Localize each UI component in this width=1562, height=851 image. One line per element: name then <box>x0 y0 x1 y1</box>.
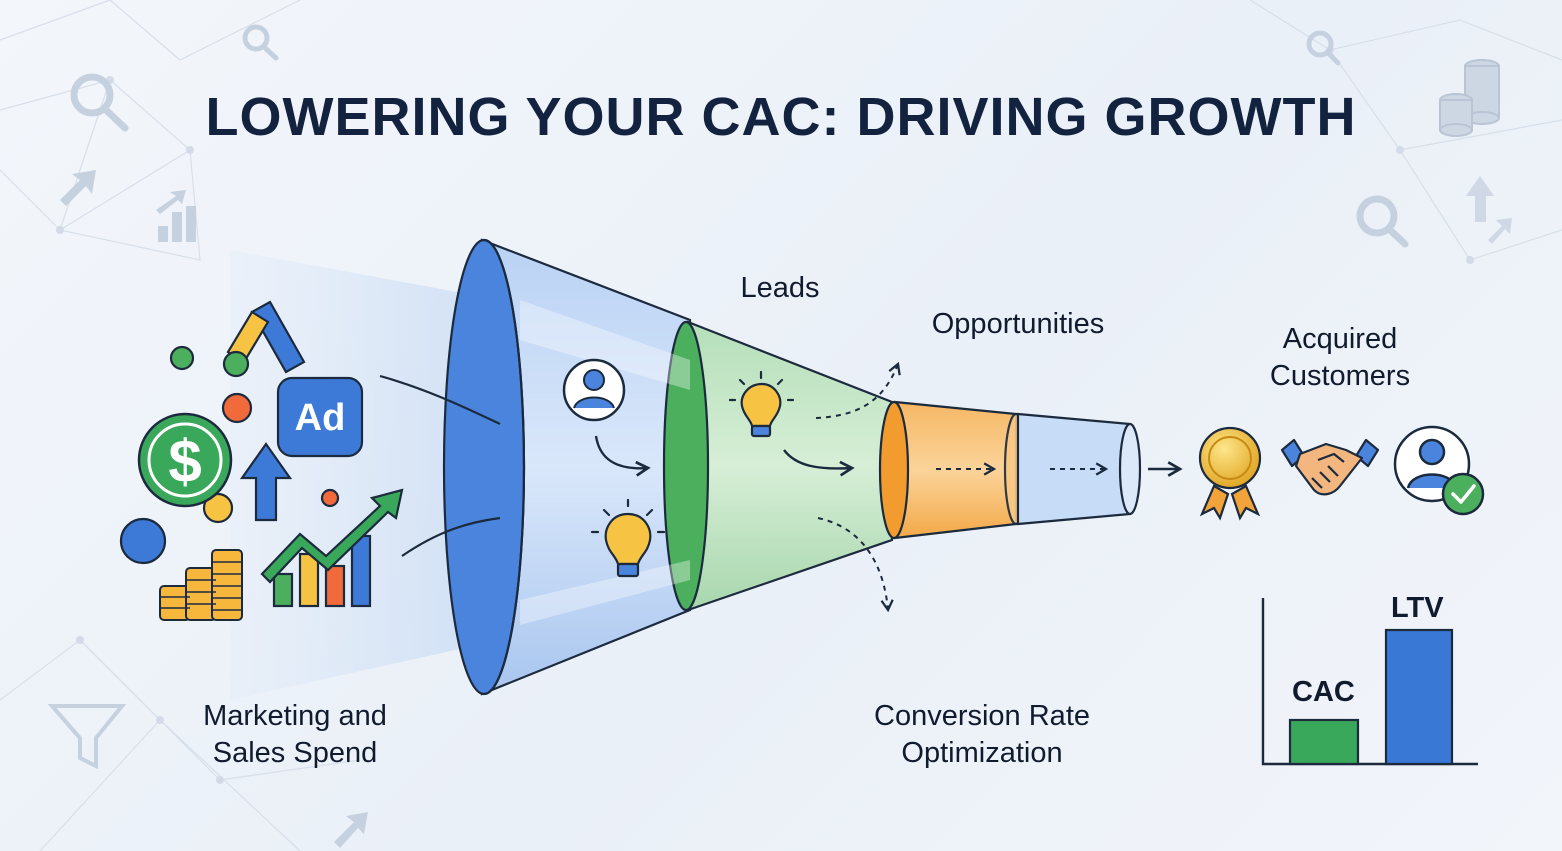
funnel-outline-icon <box>47 704 127 770</box>
ad-badge-text: Ad <box>295 397 346 439</box>
label-opportunities: Opportunities <box>931 308 1105 340</box>
medal-icon <box>1198 426 1262 521</box>
funnel-highlights <box>520 300 690 625</box>
magnifier-icon <box>70 73 129 132</box>
magnifier-icon <box>1306 30 1341 66</box>
magnifier-icon <box>242 24 279 61</box>
handshake-icon <box>1280 438 1380 496</box>
magnifier-icon <box>1356 195 1409 248</box>
arrow-icon <box>594 435 651 477</box>
dollar-coin-icon: $ <box>137 412 233 508</box>
ad-badge: Ad <box>276 376 364 458</box>
lightbulb-icon <box>590 498 666 578</box>
dollar-sign: $ <box>168 428 201 495</box>
cac-bar-label: CAC <box>1292 676 1355 708</box>
ltv-bar <box>1384 628 1454 766</box>
funnel-section-orange <box>893 400 1018 540</box>
cac-ltv-chart <box>1261 598 1478 766</box>
funnel <box>442 238 1142 696</box>
arrow-icon <box>783 449 855 477</box>
dashed-branch-arrows <box>815 361 1109 613</box>
page-title: LOWERING YOUR CAC: DRIVING GROWTH <box>205 87 1357 147</box>
coins-stack-icon <box>159 549 243 621</box>
ads-logo-icon <box>222 300 306 378</box>
label-conversion-rate-optimization: Conversion Rate Optimization <box>874 700 1090 769</box>
lightbulb-icon <box>728 370 795 438</box>
label-leads: Leads <box>740 272 820 304</box>
growth-arrows-icon <box>1466 176 1512 244</box>
verified-customer-icon <box>1393 425 1485 516</box>
funnel-section-green <box>686 320 894 612</box>
lead-person-icon <box>562 358 626 422</box>
inflow-arrows <box>379 374 501 557</box>
up-arrow-icon <box>239 442 293 522</box>
label-acquired-customers: Acquired Customers <box>1269 323 1411 392</box>
arrow-up-right-icon <box>60 170 368 848</box>
coins-stack-icon <box>1439 59 1500 137</box>
growth-chart-icon <box>260 488 404 608</box>
marketing-spend-icons <box>119 300 340 565</box>
label-marketing-sales-spend: Marketing and Sales Spend <box>203 700 387 769</box>
cac-bar <box>1288 718 1360 766</box>
bar-chart-icon <box>156 190 196 242</box>
ltv-bar-label: LTV <box>1391 592 1444 624</box>
